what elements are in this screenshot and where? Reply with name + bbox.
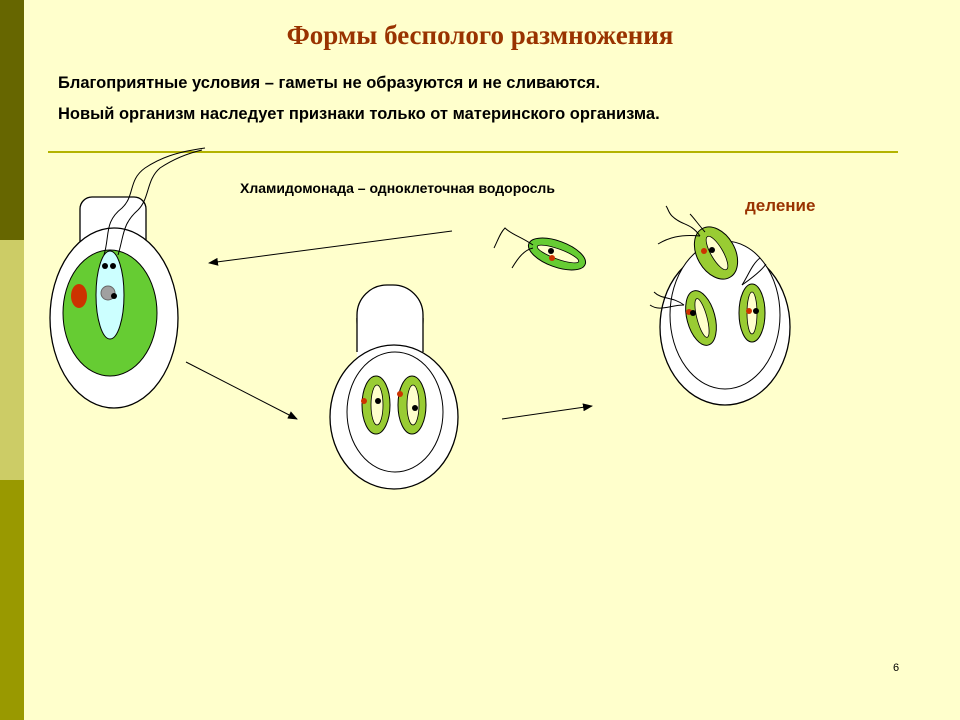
small-swimming-cell	[493, 227, 587, 271]
side-bar-dark	[0, 0, 24, 240]
arrow-to-division-stage	[501, 403, 593, 420]
arrow-to-mother-cell	[208, 230, 453, 266]
basal-body	[110, 263, 116, 269]
flagellum	[103, 147, 206, 256]
flagellum	[117, 149, 203, 256]
statement-inheritance: Новый организм наследует признаки только…	[58, 105, 660, 123]
nucleolus	[111, 293, 117, 299]
page-number: 6	[893, 662, 900, 674]
divider-line	[48, 151, 898, 153]
side-bar-olive	[0, 480, 24, 720]
mother-cell	[49, 147, 206, 409]
statement-conditions: Благоприятные условия – гаметы не образу…	[58, 74, 601, 92]
arrow-to-two-cell-stage	[185, 361, 298, 420]
side-bar-light	[0, 240, 24, 480]
diagram-caption: Хламидомонада – одноклеточная водоросль	[240, 180, 555, 196]
eyespot	[71, 284, 87, 308]
division-stage	[649, 205, 791, 406]
slide-title: Формы бесполого размножения	[286, 20, 674, 50]
two-cell-stage	[329, 284, 459, 490]
basal-body	[102, 263, 108, 269]
division-label: деление	[745, 196, 816, 215]
